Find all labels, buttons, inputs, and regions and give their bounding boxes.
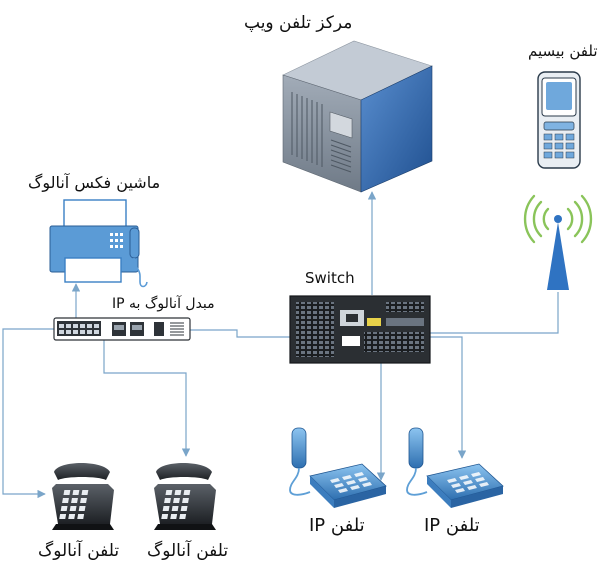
switch-label: Switch bbox=[305, 269, 355, 287]
analog-phone-1-label: تلفن آنالوگ bbox=[38, 541, 120, 561]
wireless-phone-label: تلفن بیسیم bbox=[528, 42, 598, 60]
link-switch-to-ip-phone-2 bbox=[430, 336, 467, 459]
antenna-icon bbox=[523, 194, 593, 290]
analog-phone-icon bbox=[52, 463, 114, 530]
switch-icon bbox=[289, 295, 431, 364]
link-gateway-to-analog-phone-2 bbox=[103, 340, 191, 457]
gateway-icon bbox=[53, 317, 191, 341]
analog-phone-icon bbox=[154, 463, 216, 530]
links bbox=[2, 191, 559, 499]
fax-icon bbox=[49, 199, 148, 288]
link-gateway-to-analog-phone-1 bbox=[2, 328, 54, 499]
voip-center-label: مرکز تلفن ویپ bbox=[244, 13, 353, 33]
ip-phone-icon bbox=[289, 427, 387, 508]
analog-fax-label: ماشین فکس آنالوگ bbox=[28, 173, 161, 192]
ip-phone-2-label: تلفن IP bbox=[424, 515, 480, 536]
link-switch-to-antenna bbox=[430, 292, 559, 334]
analog-phone-2-label: تلفن آنالوگ bbox=[147, 541, 229, 561]
gateway-label: مبدل آنالوگ به IP bbox=[112, 296, 215, 312]
ip-phone-1-label: تلفن IP bbox=[309, 515, 365, 536]
ip-phone-icon bbox=[406, 427, 504, 508]
server-icon bbox=[282, 40, 433, 193]
link-switch-to-gateway bbox=[190, 329, 290, 338]
cell-phone-icon bbox=[537, 71, 581, 169]
